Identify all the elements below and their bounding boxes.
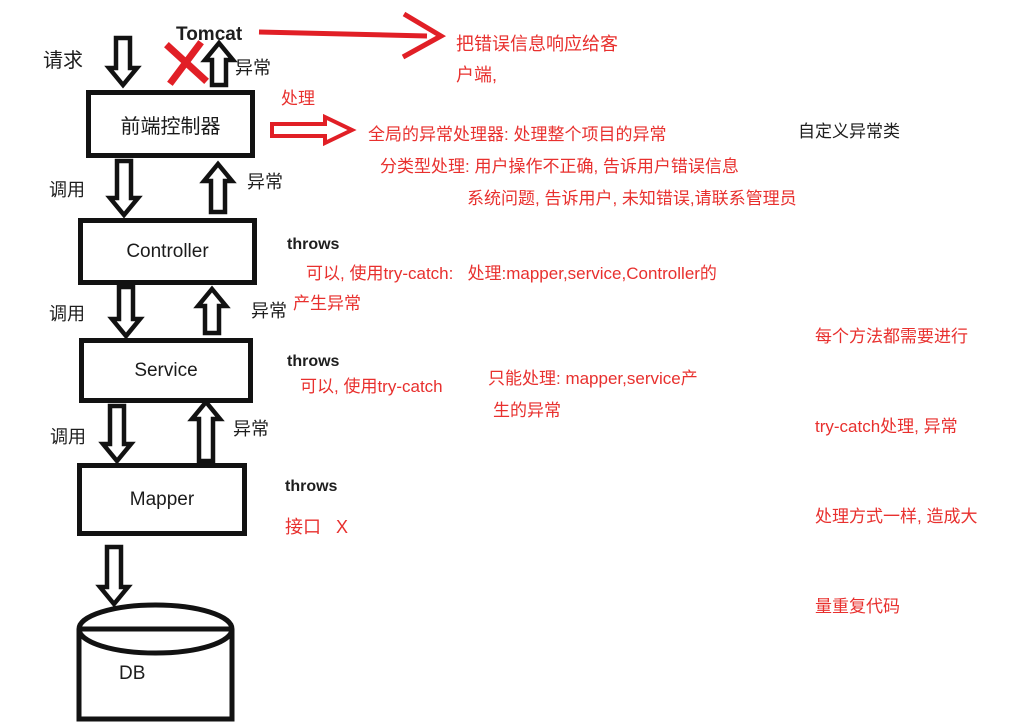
mapper-db-down-arrow-icon — [95, 544, 133, 608]
call-label-2: 调用 — [49, 304, 85, 324]
call-label-3: 调用 — [50, 427, 86, 447]
db-label: DB — [119, 663, 146, 684]
front-controller-label: 前端控制器 — [120, 115, 221, 138]
exception-label-3: 异常 — [233, 419, 269, 439]
response-note-line2: 户端, — [456, 65, 498, 85]
custom-exception-class-note: 自定义异常类 — [798, 122, 900, 141]
service-box: Service — [79, 338, 253, 403]
service-label: Service — [134, 359, 198, 381]
mapper-box: Mapper — [77, 463, 247, 536]
mapper-throws-label: throws — [285, 478, 338, 495]
handle-right-arrow-icon — [270, 113, 357, 147]
repeat-code-line2: try-catch处理, 异常 — [815, 417, 958, 436]
controller-call-down-arrow-icon — [107, 284, 145, 340]
fc-call-down-arrow-icon — [105, 158, 143, 219]
service-only-line1: 只能处理: mapper,service产 — [488, 369, 698, 388]
tomcat-exception-label: 异常 — [235, 58, 271, 78]
request-label: 请求 — [43, 50, 83, 72]
controller-throws-label: throws — [287, 236, 340, 253]
controller-exception-up-arrow-icon — [193, 285, 231, 336]
handle-label: 处理 — [281, 89, 315, 108]
classify-note-line2: 系统问题, 告诉用户, 未知错误,请联系管理员 — [467, 189, 797, 208]
service-trycatch-note: 可以, 使用try-catch — [300, 377, 443, 396]
tomcat-label: Tomcat — [176, 24, 243, 45]
db-cylinder-icon — [76, 602, 235, 722]
response-note-line1: 把错误信息响应给客 — [456, 34, 618, 54]
tomcat-exception-up-arrow-icon — [200, 39, 238, 88]
repeat-code-note: 每个方法都需要进行 try-catch处理, 异常 处理方式一样, 造成大 量重… — [815, 262, 977, 682]
fc-exception-up-arrow-icon — [199, 160, 237, 215]
service-throws-label: throws — [287, 353, 340, 370]
exception-label-1: 异常 — [247, 172, 283, 192]
controller-trycatch-line1: 可以, 使用try-catch: 处理:mapper,service,Contr… — [306, 264, 717, 283]
repeat-code-line3: 处理方式一样, 造成大 — [815, 507, 978, 526]
mapper-interface-note: 接口 X — [285, 517, 349, 537]
repeat-code-line1: 每个方法都需要进行 — [815, 327, 968, 346]
exception-label-2: 异常 — [251, 301, 287, 321]
classify-note-line1: 分类型处理: 用户操作不正确, 告诉用户错误信息 — [380, 157, 739, 176]
controller-trycatch-line2: 产生异常 — [293, 294, 361, 313]
red-x-icon — [164, 40, 209, 86]
repeat-code-line4: 量重复代码 — [815, 597, 900, 616]
request-down-arrow-icon — [104, 35, 142, 89]
service-call-down-arrow-icon — [98, 403, 136, 465]
global-handler-note: 全局的异常处理器: 处理整个项目的异常 — [368, 125, 667, 144]
controller-box: Controller — [78, 218, 257, 285]
tomcat-response-arrow-icon — [258, 11, 447, 60]
mapper-label: Mapper — [129, 488, 195, 510]
service-exception-up-arrow-icon — [187, 398, 225, 464]
service-only-line2: 生的异常 — [493, 401, 561, 420]
controller-label: Controller — [126, 240, 209, 262]
call-label-1: 调用 — [49, 180, 85, 200]
front-controller-box: 前端控制器 — [86, 90, 255, 158]
